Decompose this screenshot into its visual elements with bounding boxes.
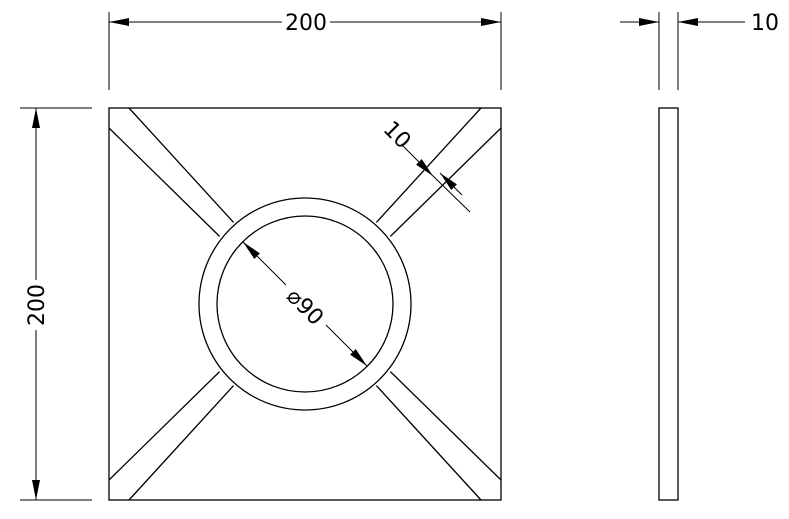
dim-front-width-label: 200 xyxy=(285,11,327,36)
dim-front-width: 200 xyxy=(108,11,502,90)
strut-top-left xyxy=(108,107,235,237)
dim-strut-width-label: 10 xyxy=(378,117,415,154)
dim-front-height-label: 200 xyxy=(25,284,50,326)
ring-outer xyxy=(198,197,412,411)
dim-hole-diameter-label: ⌀90 xyxy=(281,284,328,331)
strut-bottom-right xyxy=(375,371,502,501)
ring-inner xyxy=(216,215,394,393)
side-plate-outline xyxy=(658,107,679,501)
dim-hole-diameter: ⌀90 xyxy=(242,241,368,367)
plate-outline xyxy=(108,107,502,501)
dim-front-height: 200 xyxy=(20,107,92,501)
dim-side-thickness: 10 xyxy=(620,11,779,90)
strut-bottom-left xyxy=(108,371,235,501)
side-view: 10 xyxy=(620,11,779,501)
front-view: 200 200 10 ⌀90 xyxy=(20,11,502,501)
dim-strut-width: 10 xyxy=(378,117,471,213)
dim-side-thickness-label: 10 xyxy=(751,11,779,36)
